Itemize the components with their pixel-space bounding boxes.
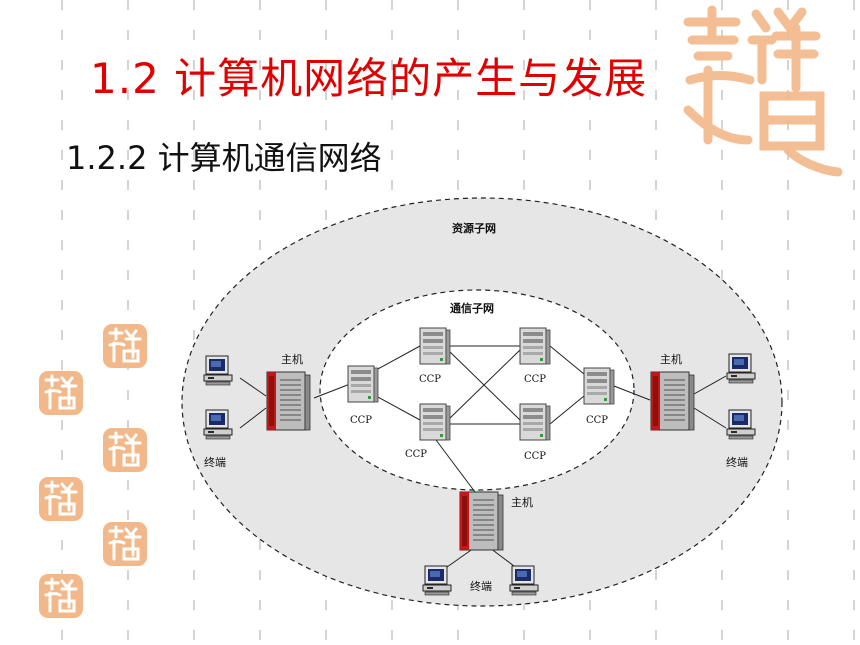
slide-title: 1.2 计算机网络的产生与发展 <box>90 54 648 103</box>
ccp-node-icon <box>419 327 451 365</box>
link <box>549 345 585 375</box>
terminal-pc-icon <box>726 409 756 440</box>
node-label: 主机 <box>511 495 533 509</box>
link <box>239 377 267 397</box>
terminal-pc-icon <box>422 565 452 596</box>
node-label: 终端 <box>204 455 226 469</box>
link <box>239 407 267 429</box>
link <box>693 375 727 395</box>
node-label: CCP <box>524 451 546 462</box>
slide-subtitle: 1.2.2 计算机通信网络 <box>66 139 382 177</box>
link <box>435 439 479 497</box>
link <box>693 407 727 429</box>
node-label: 主机 <box>281 352 303 366</box>
host-server-icon <box>459 491 504 551</box>
seal-watermark-icon <box>39 371 83 415</box>
seal-watermark-icon <box>39 574 83 618</box>
link <box>375 345 421 371</box>
host-server-icon <box>266 371 311 431</box>
communication-subnet-label: 通信子网 <box>450 301 494 315</box>
link <box>447 349 521 421</box>
terminal-pc-icon <box>203 409 233 440</box>
seal-watermark-icon <box>39 477 83 521</box>
seal-watermark-icon <box>103 428 147 472</box>
node-label: 终端 <box>470 579 492 593</box>
seal-watermark-icon <box>103 522 147 566</box>
link <box>613 385 651 401</box>
links <box>239 345 727 573</box>
communication-subnet-zone <box>319 289 635 491</box>
seal-watermark-icon <box>103 324 147 368</box>
terminal-pc-icon <box>203 355 233 386</box>
terminal-pc-icon <box>509 565 539 596</box>
link <box>549 395 585 425</box>
node-label: CCP <box>350 415 372 426</box>
link <box>375 395 421 421</box>
node-label: 主机 <box>660 352 682 366</box>
ccp-node-icon <box>519 403 551 441</box>
node-label: CCP <box>524 374 546 385</box>
node-label: CCP <box>405 449 427 460</box>
ccp-node-icon <box>583 367 615 405</box>
terminal-pc-icon <box>726 353 756 384</box>
node-label: 终端 <box>726 455 748 469</box>
ccp-node-icon <box>419 403 451 441</box>
resource-subnet-label: 资源子网 <box>452 221 496 235</box>
node-label: CCP <box>419 374 441 385</box>
node-label: CCP <box>586 415 608 426</box>
ccp-node-icon <box>347 365 379 403</box>
seal-watermark-large-icon <box>683 5 843 177</box>
link <box>313 383 351 399</box>
host-server-icon <box>650 371 695 431</box>
ccp-node-icon <box>519 327 551 365</box>
